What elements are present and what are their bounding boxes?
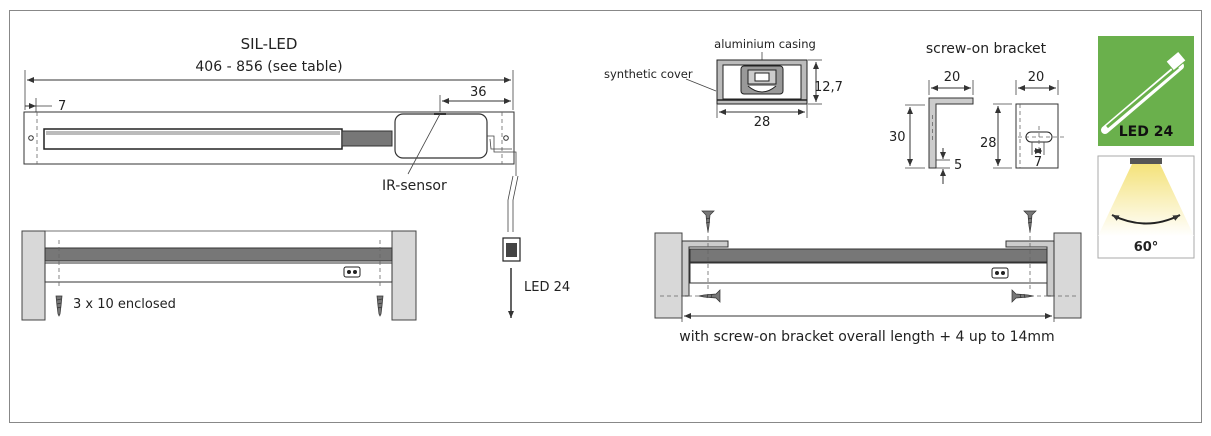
profile-cross-section: aluminium casing synthetic cover 12,7 28: [604, 37, 843, 130]
bracket-side-thickness-label: 5: [954, 158, 962, 173]
outer-border: [9, 10, 1202, 423]
side-panel-left: [654, 232, 683, 319]
mounted-view-left: 3 x 10 enclosed: [21, 230, 417, 321]
screw-on-bracket-detail: screw-on bracket 20 30 5 20 28 7: [889, 41, 1066, 184]
aluminium-casing-label: aluminium casing: [714, 37, 816, 51]
bracket-title: screw-on bracket: [926, 41, 1047, 57]
sil-led-side-view: SIL-LED 406 - 856 (see table) 7 36 IR-se…: [23, 35, 570, 318]
lamp-icon: [1130, 158, 1162, 164]
bracket-side-width-label: 20: [944, 70, 961, 85]
dim-36-label: 36: [470, 85, 487, 100]
beam-angle-label: 60°: [1134, 240, 1159, 255]
bracket-side-height-label: 30: [889, 130, 906, 145]
sensor-housing: [394, 113, 488, 159]
screw-icon: [376, 295, 384, 317]
cable-label: LED 24: [524, 280, 570, 295]
bracket-side-shape: [928, 97, 974, 169]
dim-7-label: 7: [58, 99, 66, 114]
ir-sensor-label: IR-sensor: [382, 178, 447, 194]
side-panel-left: [21, 230, 46, 321]
screws-label: 3 x 10 enclosed: [73, 297, 176, 312]
side-panel-right: [1053, 232, 1082, 319]
beam-angle-badge: 60°: [1097, 155, 1195, 259]
led-badge-label: LED 24: [1119, 124, 1174, 140]
profile-width-label: 28: [754, 115, 771, 130]
bracket-caption: with screw-on bracket overall length + 4…: [679, 329, 1054, 345]
bracket-front-width-label: 20: [1028, 70, 1045, 85]
screw-icon: [1011, 289, 1034, 303]
synthetic-cover-label: synthetic cover: [604, 67, 693, 81]
led-profile-bar: [44, 247, 393, 262]
screw-icon: [701, 210, 715, 233]
side-panel-right: [391, 230, 417, 321]
led-24-badge: LED 24: [1098, 36, 1194, 146]
bracket-front-height-label: 28: [980, 136, 997, 151]
screw-icon: [55, 295, 63, 317]
cable-sleeve: [341, 130, 393, 147]
bracket-front-slot-label: 7: [1034, 155, 1042, 170]
angle-arc-icon: [1111, 214, 1181, 225]
screw-icon: [698, 289, 721, 303]
led-strip-icon: [1101, 50, 1187, 134]
screw-icon: [1023, 210, 1037, 233]
diffuser-cover: [44, 262, 393, 283]
profile-height-label: 12,7: [814, 80, 843, 95]
overall-length-label: 406 - 856 (see table): [195, 59, 342, 75]
mounted-view-brackets: with screw-on bracket overall length + 4…: [654, 210, 1082, 345]
product-title: SIL-LED: [241, 35, 298, 53]
